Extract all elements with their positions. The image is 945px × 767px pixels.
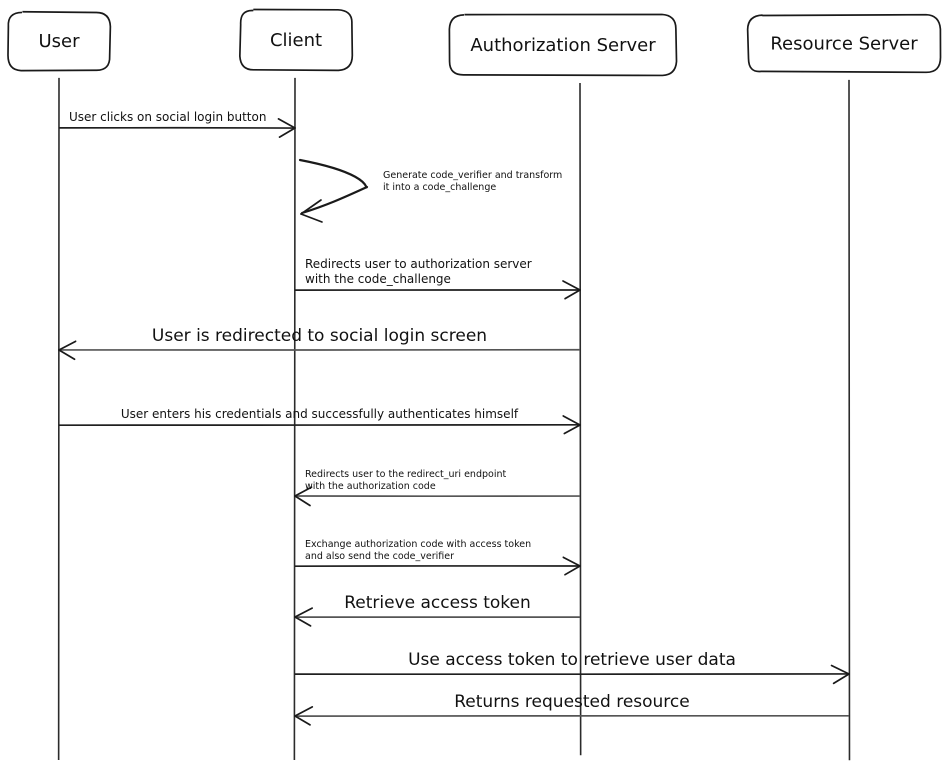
lifeline-client <box>293 77 296 760</box>
self-arrow-head <box>300 199 323 223</box>
arrow-head-lower <box>294 715 311 726</box>
arrow-head-lower <box>564 565 581 576</box>
actor-label-resource: Resource Server <box>770 34 918 55</box>
message-label: with the code_challenge <box>305 272 451 286</box>
arrow-head-upper <box>294 706 314 717</box>
message-label: User clicks on social login button <box>69 110 266 124</box>
message-label: it into a code_challenge <box>383 182 496 193</box>
arrow-head <box>562 415 581 435</box>
message-label: and also send the code_verifier <box>305 551 454 562</box>
actor-auth: Authorization Server <box>448 13 678 77</box>
arrow-head <box>294 706 314 726</box>
message-9: Use access token to retrieve user data <box>294 650 850 685</box>
arrow-head-upper <box>294 607 314 618</box>
message-label: Use access token to retrieve user data <box>408 650 736 670</box>
arrow-head-lower <box>300 213 323 223</box>
message-7: Exchange authorization code with access … <box>294 539 581 576</box>
message-5: User enters his credentials and successf… <box>58 407 581 435</box>
message-label: User is redirected to social login scree… <box>152 326 487 346</box>
actor-user: User <box>7 10 112 72</box>
actor-client: Client <box>238 8 354 72</box>
arrow-head-upper <box>562 280 581 291</box>
actor-resource: Resource Server <box>746 13 942 74</box>
arrow-head-lower <box>278 127 296 138</box>
actor-label-auth: Authorization Server <box>470 35 656 56</box>
arrow-head-lower <box>294 616 312 627</box>
arrow-head-upper <box>277 118 296 129</box>
arrow-head-lower <box>563 424 581 435</box>
arrow-head <box>562 556 581 576</box>
actor-box-user <box>7 10 112 72</box>
actor-box-resource <box>746 13 942 74</box>
message-6: Redirects user to the redirect_uri endpo… <box>294 469 581 507</box>
actor-box-auth <box>448 13 678 77</box>
message-label: Retrieve access token <box>344 593 531 613</box>
arrow-head-upper <box>300 199 322 215</box>
messages-layer: User clicks on social login buttonGenera… <box>58 110 850 726</box>
arrow-head-lower <box>564 289 581 300</box>
arrow-head-lower <box>832 673 850 685</box>
actor-label-user: User <box>38 31 80 52</box>
message-label: User enters his credentials and successf… <box>121 407 519 421</box>
message-label: Redirects user to authorization server <box>305 257 532 271</box>
arrow-head-upper <box>294 486 313 497</box>
message-label: Generate code_verifier and transform <box>383 170 562 181</box>
message-10: Returns requested resource <box>294 692 850 726</box>
actors-layer: User Client Authorization Server Resource S… <box>7 8 942 77</box>
lifelines-layer <box>57 77 851 761</box>
message-4: User is redirected to social login scree… <box>58 326 581 361</box>
arrow-head-lower <box>294 495 311 507</box>
arrow-head-upper <box>58 340 77 351</box>
arrow-head-upper <box>562 556 581 567</box>
arrow-head <box>58 340 77 361</box>
message-8: Retrieve access token <box>294 593 581 627</box>
arrow-head <box>294 486 313 507</box>
actor-label-client: Client <box>270 30 322 51</box>
message-label: Returns requested resource <box>454 692 689 712</box>
arrow-head <box>294 607 314 627</box>
message-label: Redirects user to the redirect_uri endpo… <box>305 469 506 480</box>
message-label: Exchange authorization code with access … <box>305 539 531 550</box>
arrow-head <box>830 664 850 685</box>
message-3: Redirects user to authorization serverwi… <box>294 257 581 300</box>
lifeline-auth <box>579 82 582 756</box>
arrow-head-lower <box>58 349 76 361</box>
actor-box-client <box>238 8 354 72</box>
self-message-loop <box>298 158 369 215</box>
arrow-head-upper <box>830 664 850 675</box>
message-label: with the authorization code <box>305 481 436 492</box>
arrow-head <box>562 280 581 300</box>
arrow-head-upper <box>562 415 581 426</box>
message-1: User clicks on social login button <box>58 110 296 138</box>
arrow-head <box>277 118 296 138</box>
